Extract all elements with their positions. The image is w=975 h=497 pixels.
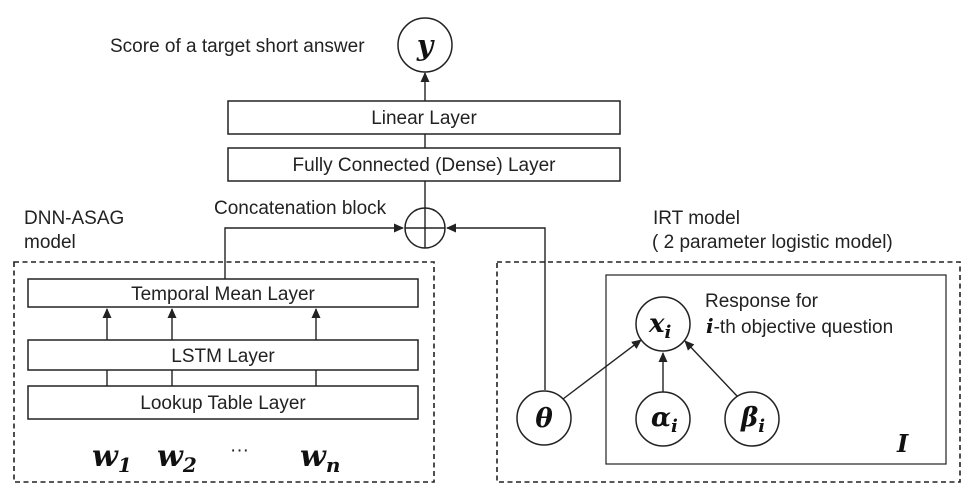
word-w2: w2 [157,439,197,477]
linear-layer-label: Linear Layer [371,108,477,129]
irt-title-line1: IRT model [653,208,740,229]
output-symbol: y [416,29,435,62]
word-wn: wn [300,439,340,477]
lookup-table-layer-box [27,385,419,420]
dnn-asag-model-frame [13,261,435,483]
temporal-mean-layer-box [27,278,419,308]
dnn-asag-title-line2: model [24,232,76,253]
irt-title-line2: ( 2 parameter logistic model) [652,232,893,253]
irt-model-frame [496,261,961,483]
word-w1: w1 [92,439,132,477]
lstm-layer-box [27,339,419,371]
response-label-line1: Response for [705,291,819,312]
lstm-layer-label: LSTM Layer [171,346,275,367]
alpha-node-label: αi [651,403,678,437]
concatenation-label: Concatenation block [214,198,387,219]
theta-symbol: θ [535,404,553,434]
beta-node-label: βi [740,403,765,437]
dense-layer-box [227,147,621,182]
lookup-table-layer-label: Lookup Table Layer [140,393,306,414]
arrow-theta-to-x [562,339,642,400]
linear-layer-box [227,100,621,135]
output-caption: Score of a target short answer [110,36,365,57]
theta-node [516,390,572,446]
dnn-asag-title-line1: DNN-ASAG [24,208,124,229]
plate-label: I [896,429,909,458]
arrow-temporal-to-concat [224,223,404,279]
temporal-mean-layer-label: Temporal Mean Layer [131,284,315,305]
word-ellipsis: ··· [230,440,249,461]
response-node-x-label: xi [648,309,672,343]
response-label-line2: i-th objective question [706,314,893,338]
arrow-theta-to-concat [446,223,546,390]
dense-layer-label: Fully Connected (Dense) Layer [293,155,557,176]
beta-node [724,391,780,447]
response-node-x [635,296,691,352]
arrow-beta-to-x [684,340,738,397]
